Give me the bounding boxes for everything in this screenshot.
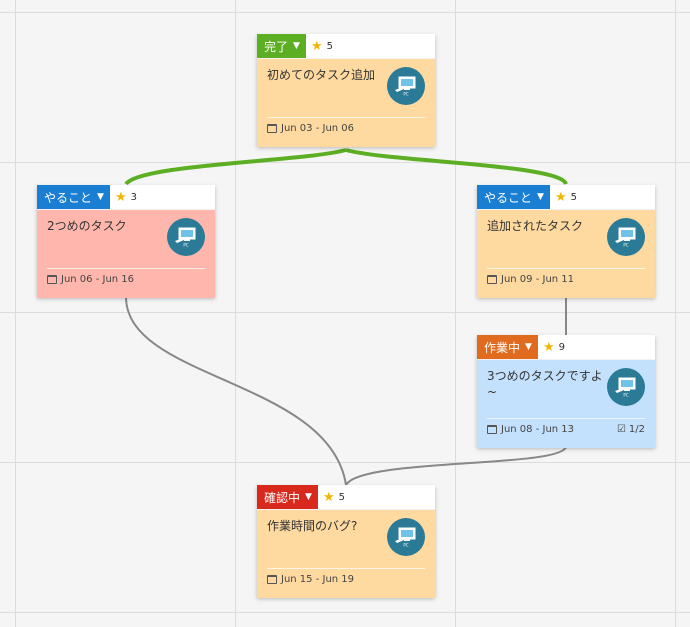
svg-text:PC: PC xyxy=(403,92,408,97)
chevron-down-icon: ▼ xyxy=(305,492,312,502)
assignee-avatar[interactable]: PC xyxy=(607,368,645,406)
priority-value: 5 xyxy=(570,191,577,203)
pc-icon: PC xyxy=(615,377,636,398)
pc-icon: PC xyxy=(615,227,636,248)
status-dropdown[interactable]: やること ▼ xyxy=(477,185,550,209)
priority[interactable]: ★5 xyxy=(555,190,577,205)
calendar-icon xyxy=(487,425,497,434)
checklist-progress[interactable]: ☑1/2 xyxy=(617,424,645,435)
card-header: 作業中 ▼ ★9 xyxy=(477,335,655,360)
assignee-avatar[interactable]: PC xyxy=(167,218,205,256)
chevron-down-icon: ▼ xyxy=(293,41,300,51)
task-dates: Jun 06 - Jun 16 xyxy=(47,274,134,285)
priority-value: 5 xyxy=(338,491,345,503)
priority-value: 9 xyxy=(558,341,565,353)
date-range: Jun 15 - Jun 19 xyxy=(281,574,355,585)
priority[interactable]: ★5 xyxy=(323,490,345,505)
status-dropdown[interactable]: やること ▼ xyxy=(37,185,110,209)
divider xyxy=(47,268,205,269)
connection-c2-c5[interactable] xyxy=(125,297,347,486)
task-dates: Jun 03 - Jun 06 xyxy=(267,123,354,134)
star-icon: ★ xyxy=(310,38,323,54)
connection-c4-c5[interactable] xyxy=(345,446,567,486)
card-header: 完了 ▼ ★5 xyxy=(257,34,435,59)
chevron-down-icon: ▼ xyxy=(525,342,532,352)
task-card[interactable]: 作業中 ▼ ★9 3つめのタスクですよ~ PC Jun 08 - Jun 13 ☑… xyxy=(477,335,655,448)
priority[interactable]: ★3 xyxy=(115,190,137,205)
assignee-avatar[interactable]: PC xyxy=(387,67,425,105)
assignee-avatar[interactable]: PC xyxy=(607,218,645,256)
star-icon: ★ xyxy=(554,189,567,205)
pc-icon: PC xyxy=(175,227,196,248)
status-label: 確認中 xyxy=(264,490,301,505)
task-dates: Jun 15 - Jun 19 xyxy=(267,574,354,585)
task-card[interactable]: やること ▼ ★5 追加されたタスク PC Jun 09 - Jun 11 xyxy=(477,185,655,298)
card-body: 作業時間のバグ? PC Jun 15 - Jun 19 xyxy=(257,510,435,598)
card-header: 確認中 ▼ ★5 xyxy=(257,485,435,510)
status-label: 完了 xyxy=(264,39,289,54)
status-dropdown[interactable]: 確認中 ▼ xyxy=(257,485,318,509)
priority[interactable]: ★9 xyxy=(543,340,565,355)
chevron-down-icon: ▼ xyxy=(97,192,104,202)
status-label: やること xyxy=(44,190,93,205)
card-header: やること ▼ ★3 xyxy=(37,185,215,210)
task-card[interactable]: やること ▼ ★3 2つめのタスク PC Jun 06 - Jun 16 xyxy=(37,185,215,298)
task-title[interactable]: 作業時間のバグ? xyxy=(267,519,358,533)
card-body: 初めてのタスク追加 PC Jun 03 - Jun 06 xyxy=(257,59,435,147)
svg-text:PC: PC xyxy=(183,243,188,248)
svg-text:PC: PC xyxy=(623,393,628,398)
svg-text:PC: PC xyxy=(623,243,628,248)
star-icon: ★ xyxy=(114,189,127,205)
status-label: 作業中 xyxy=(484,340,521,355)
divider xyxy=(487,418,645,419)
divider xyxy=(267,117,425,118)
status-dropdown[interactable]: 作業中 ▼ xyxy=(477,335,538,359)
task-title[interactable]: 2つめのタスク xyxy=(47,219,127,233)
star-icon: ★ xyxy=(322,489,335,505)
connection-c1-c3[interactable] xyxy=(345,148,568,186)
calendar-icon xyxy=(487,275,497,284)
checklist-count: 1/2 xyxy=(628,424,645,435)
card-body: 追加されたタスク PC Jun 09 - Jun 11 xyxy=(477,210,655,298)
calendar-icon xyxy=(267,124,277,133)
priority[interactable]: ★5 xyxy=(311,39,333,54)
date-range: Jun 03 - Jun 06 xyxy=(281,123,355,134)
task-title[interactable]: 初めてのタスク追加 xyxy=(267,68,376,82)
task-dates: Jun 09 - Jun 11 xyxy=(487,274,574,285)
task-card[interactable]: 確認中 ▼ ★5 作業時間のバグ? PC Jun 15 - Jun 19 xyxy=(257,485,435,598)
date-range: Jun 06 - Jun 16 xyxy=(61,274,135,285)
card-body: 2つめのタスク PC Jun 06 - Jun 16 xyxy=(37,210,215,298)
card-body: 3つめのタスクですよ~ PC Jun 08 - Jun 13 ☑1/2 xyxy=(477,360,655,448)
date-range: Jun 09 - Jun 11 xyxy=(501,274,575,285)
priority-value: 5 xyxy=(326,40,333,52)
connection-c1-c2[interactable] xyxy=(124,148,347,186)
pc-icon: PC xyxy=(395,76,416,97)
assignee-avatar[interactable]: PC xyxy=(387,518,425,556)
star-icon: ★ xyxy=(542,339,555,355)
checkbox-icon: ☑ xyxy=(616,424,626,435)
calendar-icon xyxy=(47,275,57,284)
date-range: Jun 08 - Jun 13 xyxy=(501,424,575,435)
divider xyxy=(267,568,425,569)
divider xyxy=(487,268,645,269)
task-card[interactable]: 完了 ▼ ★5 初めてのタスク追加 PC Jun 03 - Jun 06 xyxy=(257,34,435,147)
calendar-icon xyxy=(267,575,277,584)
status-dropdown[interactable]: 完了 ▼ xyxy=(257,34,306,58)
pc-icon: PC xyxy=(395,527,416,548)
task-dates: Jun 08 - Jun 13 xyxy=(487,424,574,435)
svg-text:PC: PC xyxy=(403,543,408,548)
priority-value: 3 xyxy=(130,191,137,203)
task-title[interactable]: 追加されたタスク xyxy=(487,219,584,233)
chevron-down-icon: ▼ xyxy=(537,192,544,202)
status-label: やること xyxy=(484,190,533,205)
task-title[interactable]: 3つめのタスクですよ~ xyxy=(487,369,603,399)
card-header: やること ▼ ★5 xyxy=(477,185,655,210)
